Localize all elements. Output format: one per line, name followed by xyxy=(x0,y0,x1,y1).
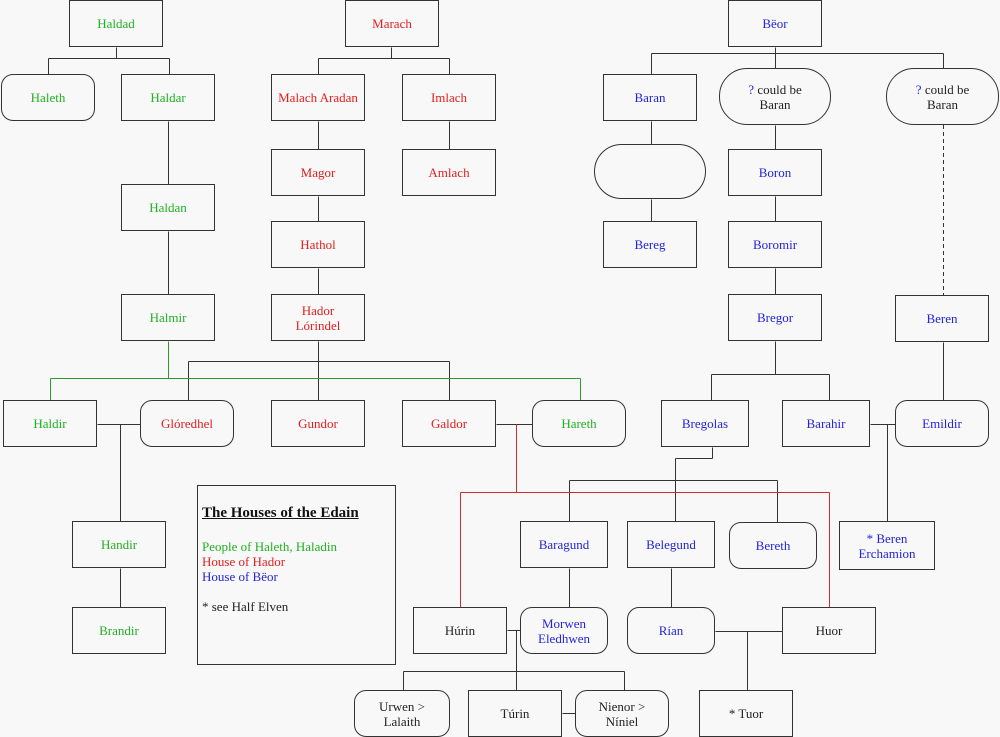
person-name: Baran xyxy=(634,90,666,105)
person-name: Morwen Eledhwen xyxy=(538,615,590,646)
person-name: Túrin xyxy=(500,706,530,721)
person-node-emildir: Emildir xyxy=(895,400,989,447)
person-node-marach: Marach xyxy=(345,0,439,47)
person-name: Emildir xyxy=(922,416,962,431)
person-name: Beren xyxy=(926,311,958,326)
person-name: Brandir xyxy=(99,623,139,638)
person-name: Haleth xyxy=(30,90,66,105)
person-name: ? could be Baran xyxy=(908,82,978,112)
question-mark: ? xyxy=(915,81,922,97)
person-node-boromir: Boromir xyxy=(728,221,822,268)
person-name: Haldan xyxy=(149,200,187,215)
person-name: Hador Lórindel xyxy=(295,302,341,333)
person-node-nienor: Nienor > Níniel xyxy=(575,690,669,737)
legend-box: The Houses of the Edain People of Haleth… xyxy=(197,485,396,665)
legend-note: * see Half Elven xyxy=(202,599,289,614)
person-node-baragund: Baragund xyxy=(520,521,608,568)
person-node-beor: Bëor xyxy=(728,0,822,47)
person-node-malach: Malach Aradan xyxy=(271,74,365,121)
person-name: Boron xyxy=(758,165,792,180)
person-name: Haldar xyxy=(150,90,186,105)
person-node-hurin: Húrin xyxy=(413,607,507,654)
person-name: Belegund xyxy=(646,537,696,552)
person-name: Barahir xyxy=(806,416,846,431)
person-node-haldan: Haldan xyxy=(121,184,215,231)
person-name: Magor xyxy=(300,165,336,180)
person-node-baran: Baran xyxy=(603,74,697,121)
question-mark: ? xyxy=(748,81,755,97)
person-node-gundor: Gundor xyxy=(271,400,365,447)
person-node-haldad: Haldad xyxy=(69,0,163,47)
person-node-empty xyxy=(594,144,706,199)
node-label: could be Baran xyxy=(924,81,970,112)
person-name: Malach Aradan xyxy=(278,90,358,105)
person-node-magor: Magor xyxy=(271,149,365,196)
person-node-hareth: Hareth xyxy=(532,400,626,447)
person-node-morwen: Morwen Eledhwen xyxy=(520,607,608,654)
person-name: Urwen > Lalaith xyxy=(379,698,425,729)
person-node-brandir: Brandir xyxy=(72,607,166,654)
person-name: Bereth xyxy=(755,538,791,553)
person-node-haldir: Haldir xyxy=(3,400,97,447)
person-name: Hareth xyxy=(561,416,597,431)
legend-hador: House of Hador xyxy=(202,554,286,569)
person-node-belegund: Belegund xyxy=(627,521,715,568)
person-name: Boromir xyxy=(752,237,798,252)
person-name: Rían xyxy=(658,623,684,638)
person-name: Hathol xyxy=(300,237,336,252)
person-name: Amlach xyxy=(428,165,470,180)
person-node-barahir: Barahir xyxy=(782,400,870,447)
person-node-urwen: Urwen > Lalaith xyxy=(354,690,450,737)
person-node-boron: Boron xyxy=(728,149,822,196)
legend-beor: House of Bëor xyxy=(202,569,278,584)
person-node-rian: Rían xyxy=(627,607,715,654)
person-node-galdor: Galdor xyxy=(402,400,496,447)
person-name: Húrin xyxy=(444,623,476,638)
legend-haleth: People of Haleth, Haladin xyxy=(202,539,338,554)
person-name: Imlach xyxy=(430,90,468,105)
person-node-bereg: Bereg xyxy=(603,221,697,268)
person-node-berenE: * Beren Erchamion xyxy=(839,521,935,570)
person-name: Marach xyxy=(372,16,412,31)
person-name: Nienor > Níniel xyxy=(598,698,646,729)
person-node-bregor: Bregor xyxy=(728,294,822,341)
person-node-beren: Beren xyxy=(895,295,989,342)
person-name: * Beren Erchamion xyxy=(858,530,916,561)
person-name: Huor xyxy=(815,623,843,638)
node-label: could be Baran xyxy=(757,81,802,112)
person-name: Haldad xyxy=(97,16,135,31)
person-node-gloredhel: Glóredhel xyxy=(140,400,234,447)
person-node-bregolas: Bregolas xyxy=(661,400,749,447)
person-node-could2: ? could be Baran xyxy=(886,68,999,125)
person-name: Baragund xyxy=(538,537,590,552)
person-node-hador: Hador Lórindel xyxy=(271,294,365,341)
person-name: Galdor xyxy=(430,416,468,431)
person-node-haldar: Haldar xyxy=(121,74,215,121)
person-name: Handir xyxy=(100,537,138,552)
person-name: Bregolas xyxy=(681,416,729,431)
person-name: Gundor xyxy=(298,416,338,431)
person-name: Bereg xyxy=(634,237,666,252)
person-node-tuor: * Tuor xyxy=(699,690,793,737)
person-node-bereth: Bereth xyxy=(729,522,817,569)
person-node-amlach: Amlach xyxy=(402,149,496,196)
person-name: Halmir xyxy=(149,310,187,325)
person-node-halmir: Halmir xyxy=(121,294,215,341)
person-name: Haldir xyxy=(33,416,67,431)
person-name: ? could be Baran xyxy=(740,82,810,112)
person-name: Glóredhel xyxy=(161,416,213,431)
person-name: * Tuor xyxy=(728,706,764,721)
person-node-huor: Huor xyxy=(782,607,876,654)
person-node-haleth: Haleth xyxy=(1,74,95,121)
person-node-turin: Túrin xyxy=(468,690,562,737)
person-name: Bregor xyxy=(756,310,794,325)
legend-title: The Houses of the Edain xyxy=(202,505,359,521)
person-node-could1: ? could be Baran xyxy=(719,68,831,125)
person-node-handir: Handir xyxy=(72,521,166,568)
person-node-imlach: Imlach xyxy=(402,74,496,121)
person-node-hathol: Hathol xyxy=(271,221,365,268)
person-name: Bëor xyxy=(762,16,788,31)
